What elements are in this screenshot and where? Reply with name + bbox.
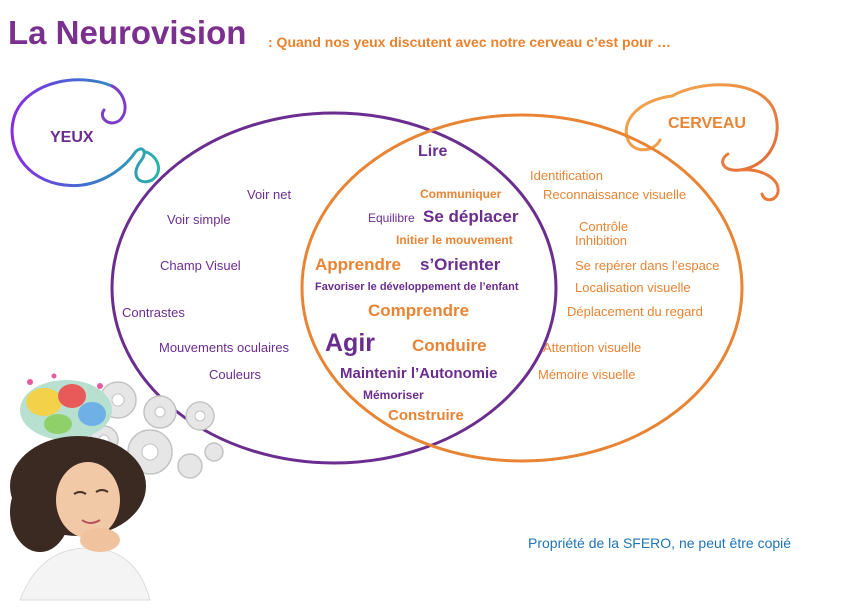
cerveau-item-controle: Contrôle bbox=[579, 219, 629, 234]
center-item-comprendre: Comprendre bbox=[368, 301, 470, 320]
center-item-orienter: s’Orienter bbox=[420, 255, 501, 274]
cerveau-item-deplacement-regard: Déplacement du regard bbox=[567, 304, 703, 319]
girl-with-gears-illustration bbox=[10, 373, 224, 601]
cerveau-item-se-reperer: Se repérer dans l’espace bbox=[575, 258, 720, 273]
center-item-construire: Construire bbox=[388, 407, 464, 424]
center-item-equilibre: Equilibre bbox=[368, 211, 415, 225]
center-item-lire: Lire bbox=[418, 143, 448, 160]
center-item-favoriser: Favoriser le développement de l’enfant bbox=[315, 281, 519, 293]
center-item-initier: Initier le mouvement bbox=[396, 233, 513, 247]
yeux-circle bbox=[110, 111, 558, 465]
center-item-agir: Agir bbox=[325, 329, 375, 357]
cerveau-item-inhibition: Inhibition bbox=[575, 233, 628, 248]
page-subtitle: : Quand nos yeux discutent avec notre ce… bbox=[268, 34, 672, 50]
yeux-label: YEUX bbox=[50, 129, 94, 146]
yeux-item-voir-net: Voir net bbox=[247, 187, 292, 202]
center-item-memoriser: Mémoriser bbox=[363, 388, 424, 402]
page-title: La Neurovision bbox=[8, 14, 247, 51]
yeux-item-mouvements-oculaires: Mouvements oculaires bbox=[159, 340, 290, 355]
cerveau-item-identification: Identification bbox=[530, 168, 603, 183]
center-item-se-deplacer: Se déplacer bbox=[423, 207, 519, 226]
center-item-maintenir: Maintenir l’Autonomie bbox=[340, 365, 498, 382]
cerveau-circle bbox=[300, 113, 744, 463]
yeux-item-couleurs: Couleurs bbox=[209, 367, 262, 382]
cerveau-item-attention: Attention visuelle bbox=[543, 340, 642, 355]
cerveau-swirl-decoration bbox=[670, 83, 779, 172]
cerveau-item-localisation: Localisation visuelle bbox=[575, 280, 691, 295]
center-item-communiquer: Communiquer bbox=[420, 187, 502, 201]
center-item-conduire: Conduire bbox=[412, 336, 487, 355]
yeux-swirl-decoration bbox=[10, 78, 161, 187]
cerveau-item-reconnaissance: Reconnaissance visuelle bbox=[543, 187, 687, 202]
yeux-item-champ-visuel: Champ Visuel bbox=[160, 258, 241, 273]
yeux-item-voir-simple: Voir simple bbox=[167, 212, 231, 227]
copyright-notice: Propriété de la SFERO, ne peut être copi… bbox=[528, 535, 792, 551]
yeux-item-contrastes: Contrastes bbox=[122, 305, 185, 320]
center-item-apprendre: Apprendre bbox=[315, 255, 401, 274]
cerveau-label: CERVEAU bbox=[668, 115, 746, 132]
cerveau-item-memoire-visuelle: Mémoire visuelle bbox=[538, 367, 636, 382]
